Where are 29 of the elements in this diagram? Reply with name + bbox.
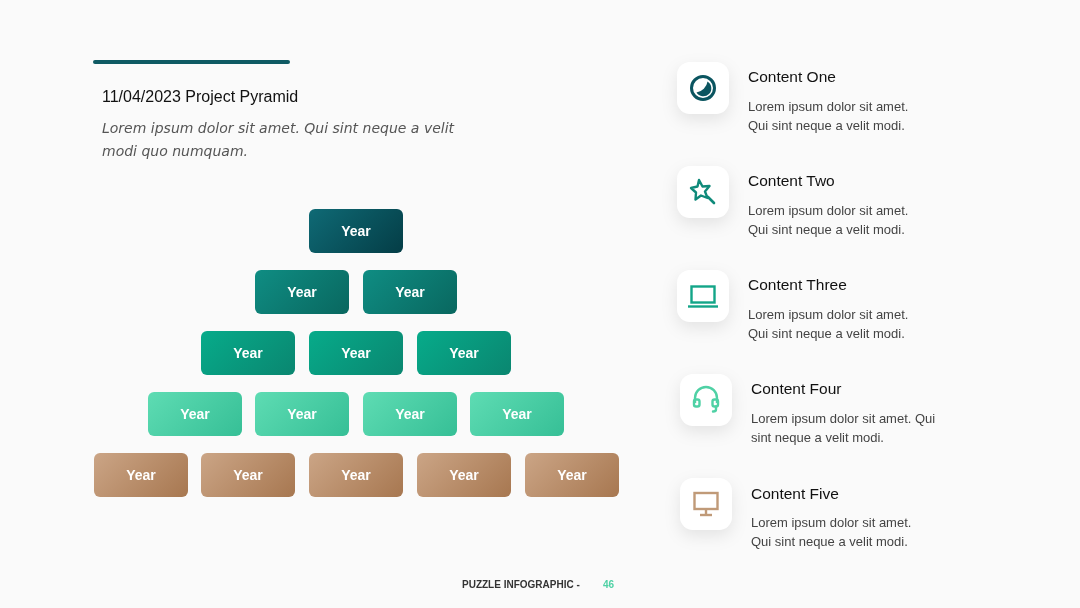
pyramid-block: Year: [470, 392, 564, 436]
slide-title: 11/04/2023 Project Pyramid: [102, 88, 299, 106]
item-heading: Content Five: [751, 485, 839, 503]
page-number: 46: [603, 579, 615, 590]
footer-text: PUZZLE INFOGRAPHIC -: [462, 579, 580, 590]
pyramid-block: Year: [148, 392, 242, 436]
pyramid-block: Year: [363, 270, 457, 314]
pyramid-block: Year: [309, 209, 403, 253]
pyramid-block: Year: [417, 331, 511, 375]
item-heading: Content Four: [751, 380, 842, 398]
item-heading: Content Three: [748, 276, 847, 294]
item-heading: Content One: [748, 68, 836, 86]
item-description: Lorem ipsum dolor sit amet. Qui sint neque a velit modi.: [748, 306, 910, 343]
pyramid-block: Year: [525, 453, 619, 497]
pyramid-block: Year: [255, 392, 349, 436]
pyramid-block: Year: [94, 453, 188, 497]
pyramid-block: Year: [363, 392, 457, 436]
pyramid-block: Year: [309, 453, 403, 497]
item-description: Lorem ipsum dolor sit amet. Qui sint neque a velit modi.: [751, 410, 937, 447]
pyramid-block: Year: [309, 331, 403, 375]
pyramid-block: Year: [201, 331, 295, 375]
subtitle-text: Lorem ipsum dolor sit amet. Qui sint neque a velit modi quo numquam.: [102, 119, 456, 161]
item-description: Lorem ipsum dolor sit amet. Qui sint neque a velit modi.: [748, 202, 910, 239]
pyramid-block: Year: [201, 453, 295, 497]
pyramid-block: Year: [417, 453, 511, 497]
pyramid-block: Year: [255, 270, 349, 314]
item-heading: Content Two: [748, 172, 835, 190]
item-description: Lorem ipsum dolor sit amet. Qui sint neque a velit modi.: [748, 98, 910, 135]
item-description: Lorem ipsum dolor sit amet. Qui sint neque a velit modi.: [751, 514, 913, 551]
